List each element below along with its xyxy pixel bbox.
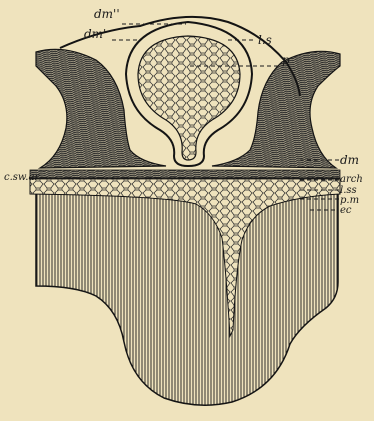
label-arch: arch: [340, 174, 363, 185]
label-p: p: [282, 53, 290, 67]
flask-cellular-contents: [138, 36, 240, 160]
label-dm: dm: [340, 153, 359, 167]
label-esw-ar: c.sw.ar: [4, 172, 40, 183]
label-dm-single: dm': [84, 27, 106, 41]
label-ec: ec: [340, 205, 352, 216]
label-ls-top: l.s: [258, 33, 272, 47]
epidermal-lower-mass: [36, 192, 338, 405]
label-dm-double: dm'': [94, 7, 120, 21]
